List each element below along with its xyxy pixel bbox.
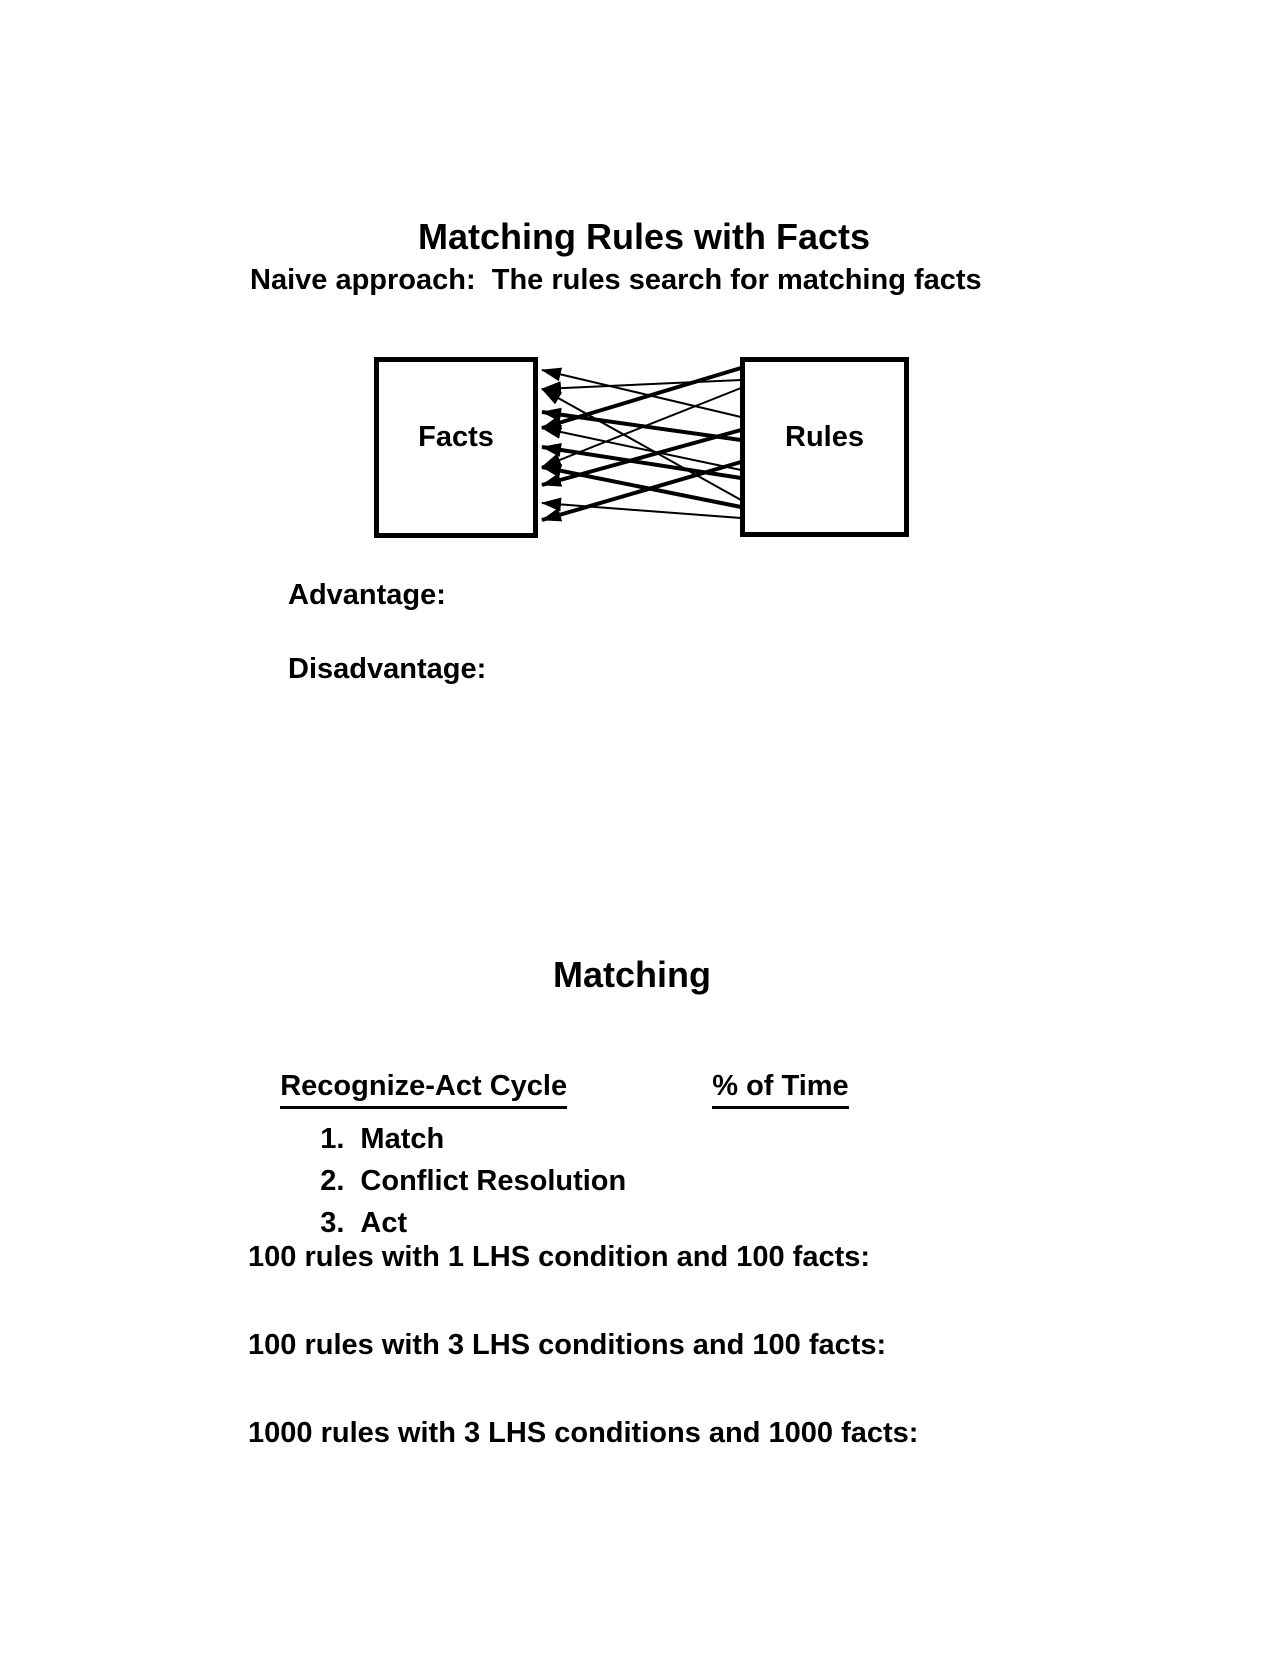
step-number: 3. xyxy=(320,1207,345,1239)
matching-arrows-diagram xyxy=(541,366,742,522)
rules-box: Rules xyxy=(740,357,909,537)
cycle-step-3: 3. Act xyxy=(288,1180,407,1267)
time-heading-text: % of Time xyxy=(712,1072,849,1109)
page-title: Matching Rules with Facts xyxy=(418,216,871,257)
scenario-line-1: 100 rules with 1 LHS condition and 100 f… xyxy=(248,1241,871,1273)
rule-to-fact-arrow xyxy=(541,443,742,480)
rule-to-fact-arrow xyxy=(541,463,742,509)
step-number: 2. xyxy=(320,1165,345,1197)
step-label: Act xyxy=(360,1207,408,1239)
rule-to-fact-arrow xyxy=(541,497,742,519)
step-label: Conflict Resolution xyxy=(360,1165,627,1197)
page-subtitle: Naive approach: The rules search for mat… xyxy=(250,264,982,296)
facts-box: Facts xyxy=(374,357,538,538)
scenario-line-2: 100 rules with 3 LHS conditions and 100 … xyxy=(248,1329,887,1361)
step-label: Match xyxy=(360,1123,445,1155)
scenario-line-3: 1000 rules with 3 LHS conditions and 100… xyxy=(248,1417,919,1449)
cycle-step-1: 1. Match xyxy=(288,1096,444,1183)
step-number: 1. xyxy=(320,1123,345,1155)
cycle-heading-text: Recognize-Act Cycle xyxy=(280,1072,568,1109)
arrow-lines xyxy=(541,366,742,522)
time-heading: % of Time xyxy=(680,1043,849,1138)
cycle-step-2: 2. Conflict Resolution xyxy=(288,1138,626,1225)
matching-section-title: Matching xyxy=(553,954,711,995)
rule-to-fact-arrow xyxy=(541,388,742,501)
rule-to-fact-arrow xyxy=(541,407,742,442)
rules-box-label: Rules xyxy=(785,420,864,453)
rule-to-fact-arrow xyxy=(541,367,742,418)
rule-to-fact-arrow xyxy=(541,425,742,471)
advantage-label: Advantage: xyxy=(288,579,446,611)
cycle-heading: Recognize-Act Cycle xyxy=(248,1043,568,1138)
facts-box-label: Facts xyxy=(418,421,494,453)
rule-to-fact-arrow xyxy=(541,379,742,396)
rule-to-fact-arrow xyxy=(541,428,742,487)
disadvantage-label: Disadvantage: xyxy=(288,653,487,685)
